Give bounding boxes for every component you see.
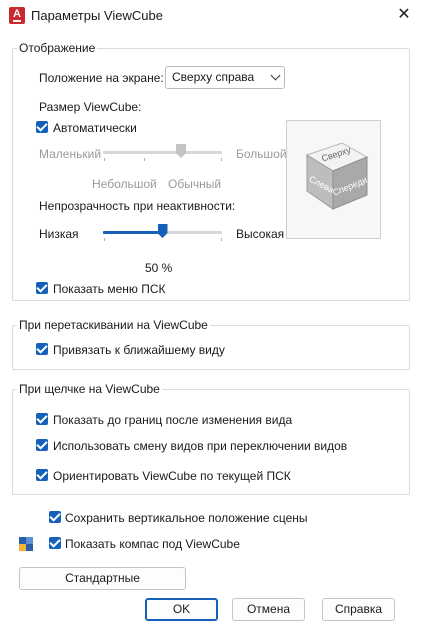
ok-button[interactable]: OK — [145, 598, 218, 621]
window-title: Параметры ViewCube — [31, 8, 163, 23]
viewcube-preview: Сверху Слева Спереди — [286, 120, 381, 239]
title-bar: A Параметры ViewCube ✕ — [0, 0, 421, 32]
keep-scene-upright-label[interactable]: Сохранить вертикальное положение сцены — [65, 511, 308, 525]
size-small-label: Маленький — [39, 147, 102, 161]
opacity-value: 50 % — [145, 261, 173, 275]
auto-size-label[interactable]: Автоматически — [53, 121, 137, 135]
drag-legend: При перетаскивании на ViewCube — [19, 318, 208, 332]
show-compass-checkbox[interactable] — [49, 537, 61, 549]
size-slider-track — [103, 151, 222, 154]
opacity-tick — [221, 238, 222, 241]
snap-view-checkbox[interactable] — [36, 343, 48, 355]
show-ucs-menu-checkbox[interactable] — [36, 282, 48, 294]
autocad-app-icon: A — [9, 7, 25, 24]
drag-group: При перетаскивании на ViewCube — [12, 318, 410, 370]
show-compass-label[interactable]: Показать компас под ViewCube — [65, 537, 240, 551]
chevron-down-icon — [270, 70, 281, 81]
zoom-extents-checkbox[interactable] — [36, 413, 48, 425]
opacity-slider-fill — [103, 231, 163, 234]
orient-ucs-checkbox[interactable] — [36, 469, 48, 481]
size-label: Размер ViewCube: — [39, 100, 142, 114]
cancel-button[interactable]: Отмена — [232, 598, 305, 621]
size-tick — [221, 158, 222, 161]
close-icon[interactable]: ✕ — [397, 6, 411, 23]
size-tick — [104, 158, 105, 161]
position-dropdown[interactable]: Сверху справа — [165, 66, 285, 89]
size-slider-thumb — [176, 144, 186, 158]
position-value: Сверху справа — [172, 70, 255, 84]
help-button[interactable]: Справка — [322, 598, 395, 621]
opacity-tick — [104, 238, 105, 241]
view-transition-label[interactable]: Использовать смену видов при переключени… — [53, 439, 348, 453]
click-legend: При щелчке на ViewCube — [19, 382, 160, 396]
auto-size-checkbox[interactable] — [36, 121, 48, 133]
opacity-label: Непрозрачность при неактивности: — [39, 199, 236, 213]
size-large-label: Большой — [236, 147, 287, 161]
view-transition-checkbox[interactable] — [36, 439, 48, 451]
opacity-slider-thumb[interactable] — [157, 224, 168, 238]
click-group: При щелчке на ViewCube — [12, 382, 410, 495]
snap-view-label[interactable]: Привязать к ближайшему виду — [53, 343, 225, 357]
size-notsmall-label: Небольшой — [92, 177, 157, 191]
zoom-extents-label[interactable]: Показать до границ после изменения вида — [53, 413, 293, 427]
show-ucs-menu-label[interactable]: Показать меню ПСК — [53, 282, 166, 296]
position-label: Положение на экране: — [39, 71, 164, 85]
defaults-button[interactable]: Стандартные — [19, 567, 186, 590]
compass-icon — [19, 537, 33, 551]
opacity-low-label: Низкая — [39, 227, 79, 241]
size-normal-label: Обычный — [168, 177, 222, 191]
display-group: Отображение — [12, 41, 410, 301]
orient-ucs-label[interactable]: Ориентировать ViewCube по текущей ПСК — [53, 469, 291, 483]
opacity-high-label: Высокая — [236, 227, 285, 241]
cube-preview-image: Сверху Слева Спереди — [305, 142, 369, 210]
size-tick — [144, 158, 145, 161]
keep-scene-upright-checkbox[interactable] — [49, 511, 61, 523]
display-legend: Отображение — [19, 41, 96, 55]
